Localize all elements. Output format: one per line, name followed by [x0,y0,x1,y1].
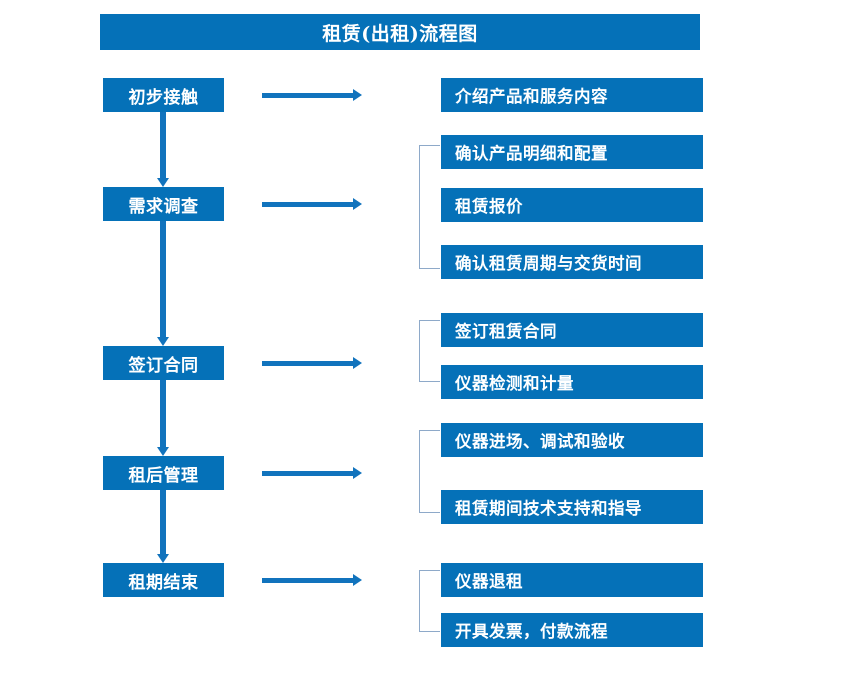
arrow-head-icon [157,337,169,346]
arrow-head-icon [353,357,362,369]
detail-box-1[interactable]: 介绍产品和服务内容 [441,78,703,112]
arrow-shaft [160,221,166,337]
stage-box-2[interactable]: 需求调查 [103,187,224,221]
horizontal-arrow-2 [262,198,362,210]
vertical-arrow-2 [157,221,169,346]
arrow-shaft [262,202,354,207]
arrow-head-icon [157,447,169,456]
arrow-head-icon [157,554,169,563]
detail-box-5[interactable]: 签订租赁合同 [441,313,703,347]
horizontal-arrow-3 [262,357,362,369]
vertical-arrow-1 [157,112,169,187]
stage-box-4[interactable]: 租后管理 [103,456,224,490]
detail-box-8[interactable]: 租赁期间技术支持和指导 [441,490,703,524]
arrow-shaft [160,380,166,447]
horizontal-arrow-5 [262,574,362,586]
arrow-shaft [160,112,166,178]
arrow-head-icon [157,178,169,187]
detail-box-3[interactable]: 租赁报价 [441,188,703,222]
group-bracket-2 [419,145,440,269]
detail-box-10[interactable]: 开具发票，付款流程 [441,613,703,647]
stage-box-1[interactable]: 初步接触 [103,78,224,112]
detail-box-6[interactable]: 仪器检测和计量 [441,365,703,399]
arrow-head-icon [353,198,362,210]
arrow-head-icon [353,89,362,101]
detail-box-4[interactable]: 确认租赁周期与交货时间 [441,245,703,279]
vertical-arrow-3 [157,380,169,456]
group-bracket-4 [419,430,440,513]
detail-box-9[interactable]: 仪器退租 [441,563,703,597]
group-bracket-5 [419,570,440,632]
horizontal-arrow-4 [262,467,362,479]
arrow-head-icon [353,574,362,586]
detail-box-2[interactable]: 确认产品明细和配置 [441,135,703,169]
arrow-shaft [262,471,354,476]
arrow-head-icon [353,467,362,479]
stage-box-3[interactable]: 签订合同 [103,346,224,380]
horizontal-arrow-1 [262,89,362,101]
arrow-shaft [160,490,166,554]
arrow-shaft [262,93,354,98]
arrow-shaft [262,578,354,583]
group-bracket-3 [419,320,440,382]
detail-box-7[interactable]: 仪器进场、调试和验收 [441,423,703,457]
arrow-shaft [262,361,354,366]
vertical-arrow-4 [157,490,169,563]
chart-title: 租赁(出租)流程图 [100,14,700,50]
stage-box-5[interactable]: 租期结束 [103,563,224,597]
